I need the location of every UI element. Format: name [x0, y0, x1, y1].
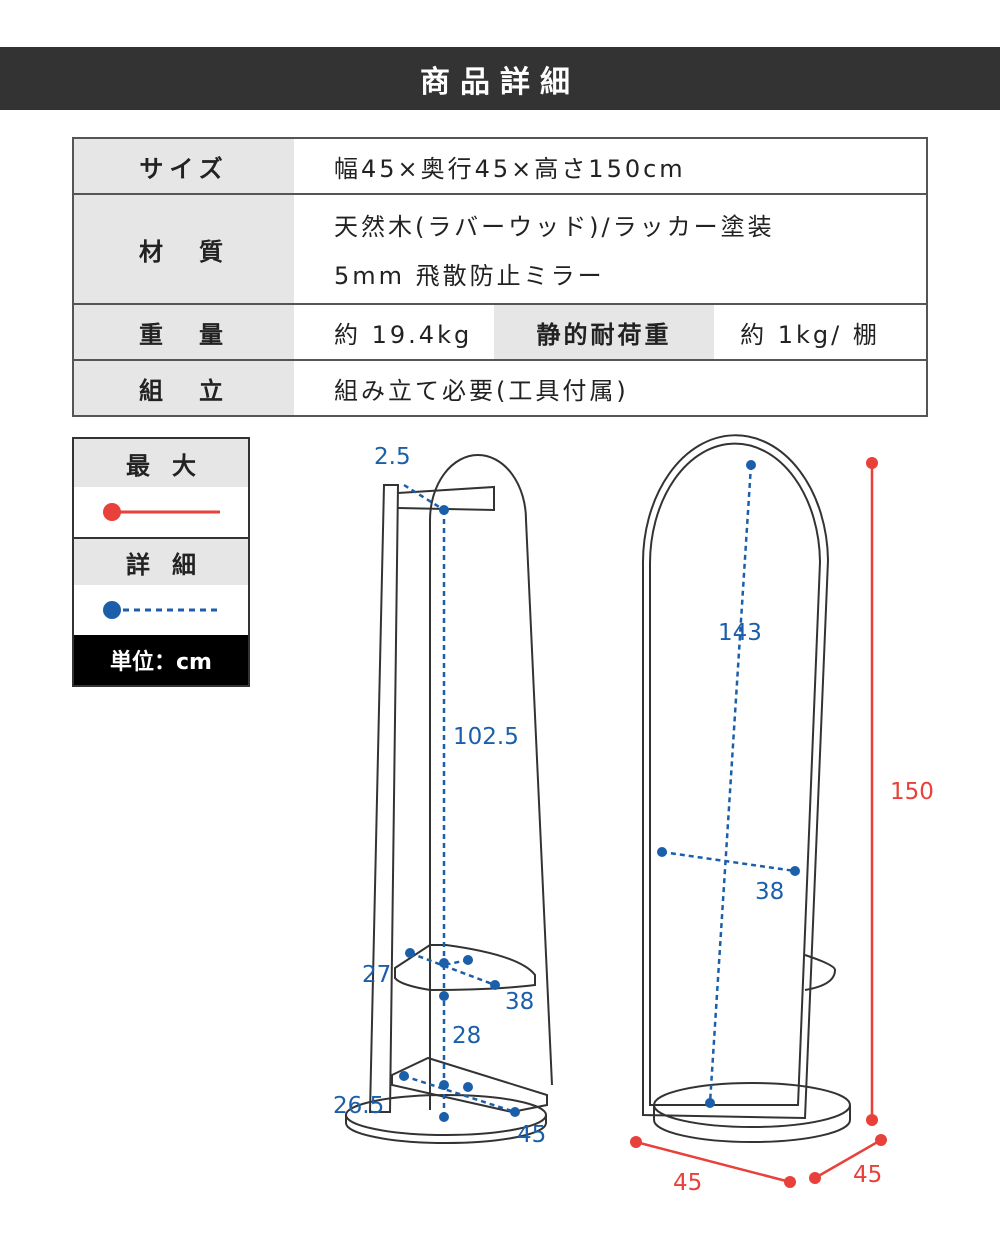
size-label: サイズ — [73, 138, 294, 195]
legend-max-line — [74, 487, 248, 537]
max-dimension-labels: 150 45 45 — [673, 779, 934, 1196]
side-view-mirror — [345, 454, 553, 1144]
dim-mirror-width: 38 — [755, 879, 784, 905]
spec-table: サイズ 幅45×奥行45×高さ150cm 材 質 天然木(ラバーウッド)/ラッカ… — [72, 137, 928, 417]
section-header: 商品詳細 — [0, 47, 1000, 110]
front-mirror-frame — [641, 434, 830, 1120]
assembly-value: 組み立て必要(工具付属) — [334, 376, 629, 405]
legend-unit: 単位：cm — [74, 635, 248, 685]
material-line-1: 天然木(ラバーウッド)/ラッカー塗装 — [334, 213, 775, 241]
legend-detail-line — [74, 585, 248, 635]
side-front-leg — [368, 484, 400, 1113]
side-base-edge — [345, 1115, 547, 1144]
detail-dimension-lines — [403, 464, 796, 1115]
spec-row-weight: 重 量 約 19.4kg 静的耐荷重 約 1kg/ 棚 — [73, 304, 927, 361]
dim-shelf-width-lower: 26.5 — [333, 1093, 384, 1119]
front-shelf-edge — [804, 954, 837, 991]
dim-shelf-gap: 28 — [452, 1023, 481, 1049]
blue-dotted-line-icon — [103, 601, 220, 619]
material-line-2: 5mm 飛散防止ミラー — [334, 262, 605, 290]
dim-base-depth: 45 — [853, 1162, 882, 1188]
spec-row-assembly: 組 立 組み立て必要(工具付属) — [73, 360, 927, 416]
dim-shelf-depth-upper: 38 — [505, 989, 534, 1015]
side-lower-shelf — [391, 1056, 548, 1114]
detail-dimension-points — [399, 460, 800, 1122]
dim-mirror-height: 143 — [718, 620, 762, 646]
dim-top-depth: 2.5 — [374, 444, 411, 470]
legend-detail-label: 詳細 — [74, 537, 248, 585]
material-label: 材 質 — [73, 194, 294, 305]
side-upper-shelf — [394, 944, 536, 992]
assembly-label: 組 立 — [73, 360, 294, 416]
dimension-legend: 最大 詳細 単位：cm — [72, 437, 250, 687]
spec-row-material: 材 質 天然木(ラバーウッド)/ラッカー塗装 5mm 飛散防止ミラー — [73, 194, 927, 305]
section-title: 商品詳細 — [420, 64, 580, 100]
legend-max-label: 最大 — [74, 439, 248, 487]
side-mirror-back — [429, 454, 553, 1110]
dim-shelf-depth-lower: 45 — [517, 1122, 546, 1148]
load-label: 静的耐荷重 — [494, 304, 714, 361]
dim-shelf-width-upper: 27 — [362, 962, 391, 988]
weight-label: 重 量 — [73, 304, 294, 361]
weight-value: 約 19.4kg — [294, 304, 494, 361]
load-value: 約 1kg/ 棚 — [714, 304, 927, 361]
dim-total-height: 150 — [890, 779, 934, 805]
max-dimension-points — [630, 457, 887, 1188]
front-view-mirror — [641, 434, 851, 1143]
material-value: 天然木(ラバーウッド)/ラッカー塗装 5mm 飛散防止ミラー — [294, 194, 927, 305]
front-mirror-glass — [648, 442, 822, 1106]
dim-base-width: 45 — [673, 1170, 702, 1196]
size-value: 幅45×奥行45×高さ150cm — [294, 138, 927, 195]
spec-row-size: サイズ 幅45×奥行45×高さ150cm — [73, 138, 927, 195]
max-dimension-lines — [635, 463, 882, 1184]
front-base-edge — [653, 1105, 851, 1143]
red-line-icon — [103, 503, 220, 521]
detail-dimension-labels: 2.5 102.5 27 38 28 26.5 45 143 38 — [333, 444, 784, 1148]
dim-inner-height: 102.5 — [453, 724, 519, 750]
